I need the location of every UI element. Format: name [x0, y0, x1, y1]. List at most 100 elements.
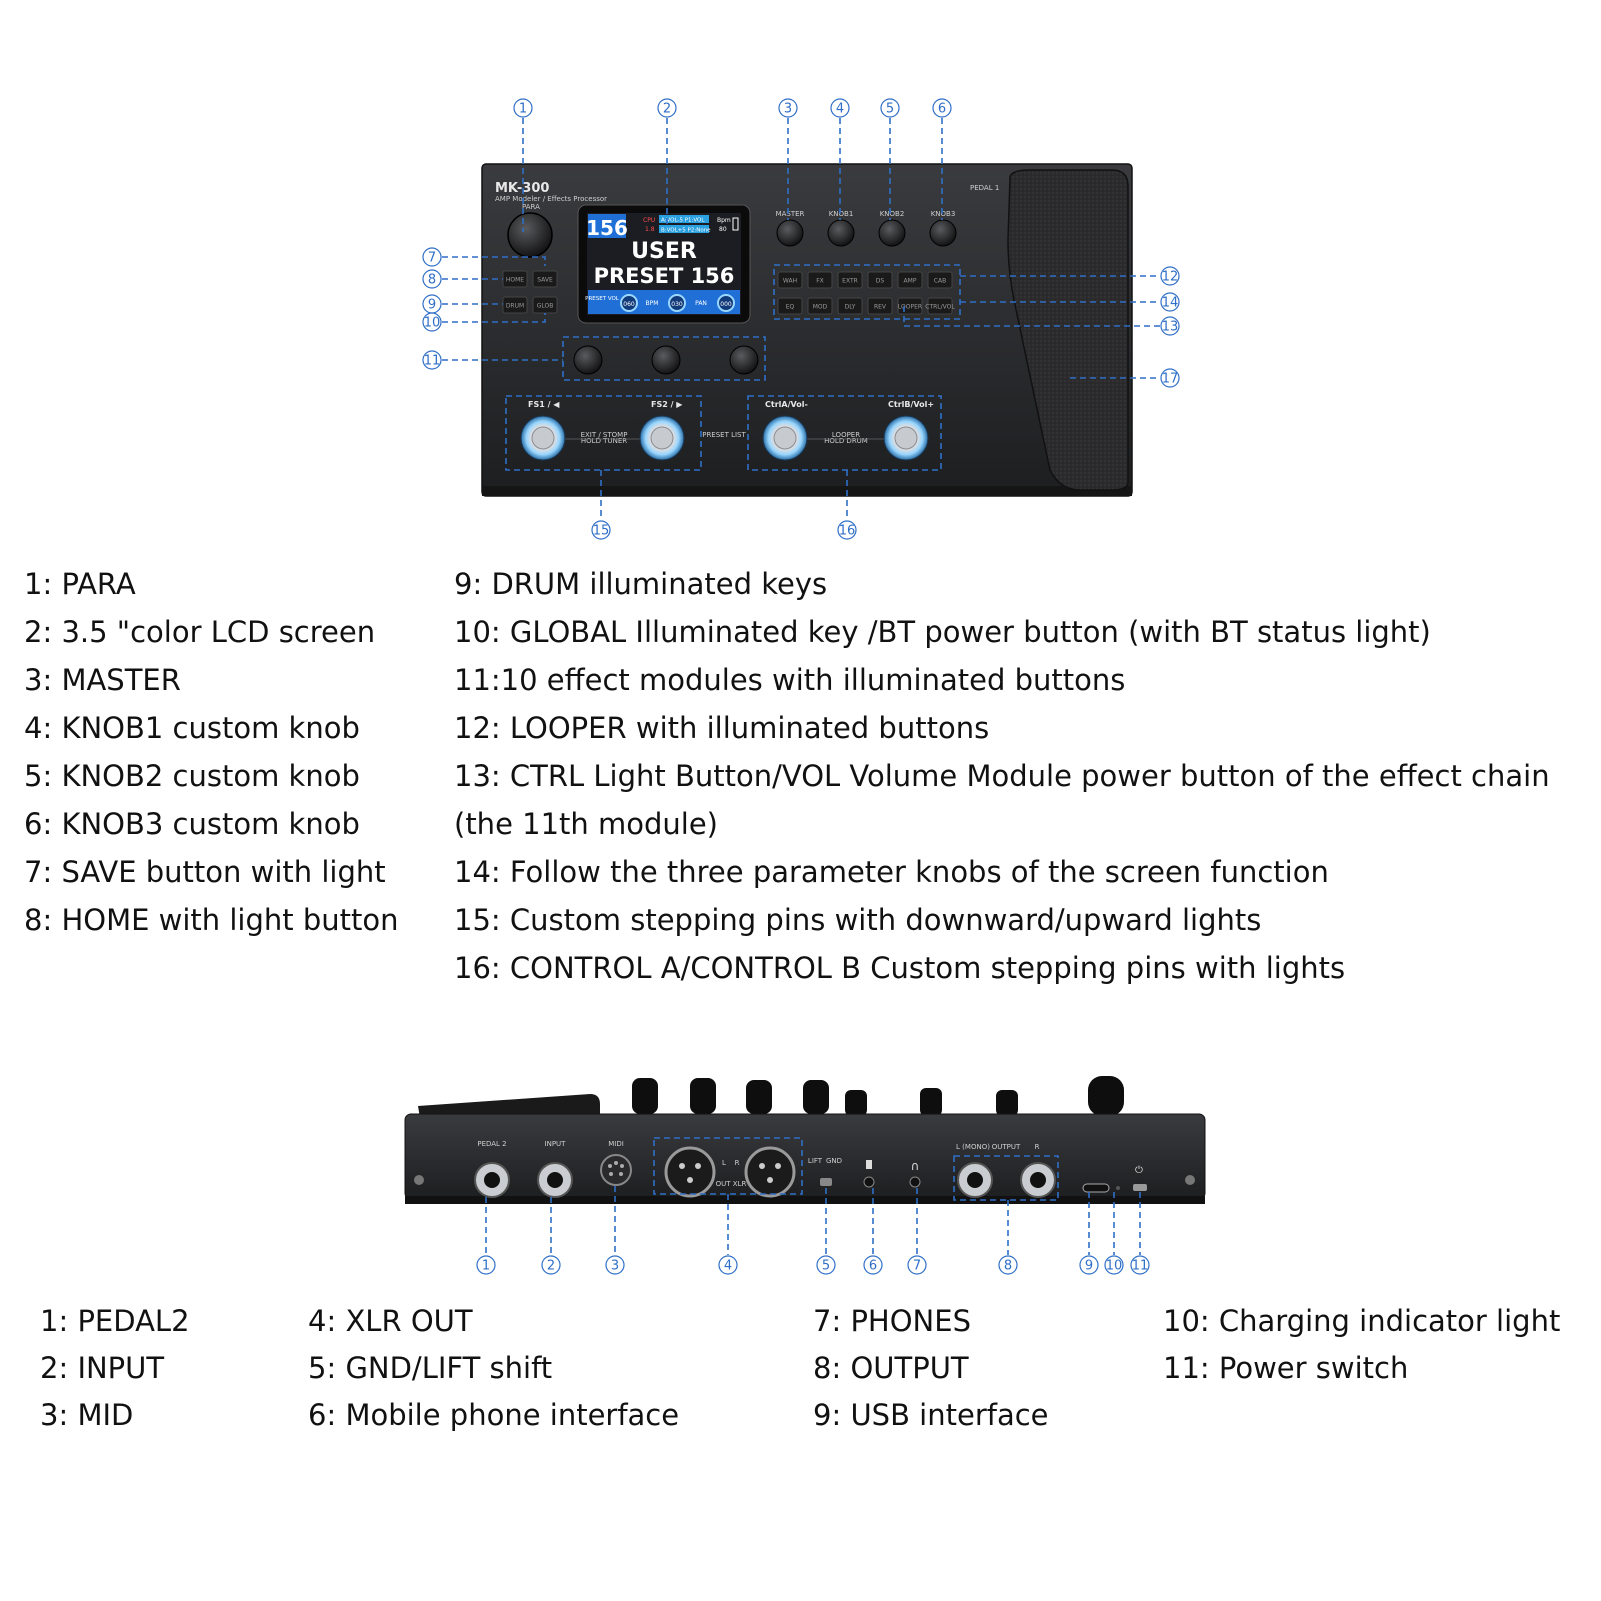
lcd-param-label-2: BPM	[646, 300, 659, 307]
effect-button-5[interactable]	[897, 271, 923, 289]
output-r-label: R	[1035, 1143, 1040, 1151]
top-callout-2	[657, 98, 677, 118]
legend-item: 4: XLR OUT	[308, 1304, 473, 1338]
effect-button-10[interactable]	[867, 297, 893, 315]
top-callout-16	[837, 520, 857, 540]
para-label: PARA	[522, 203, 540, 211]
knob3[interactable]	[929, 219, 957, 247]
bottom-callout-label-5: 5	[822, 1259, 830, 1274]
bottom-callout-6	[863, 1255, 883, 1275]
preset-list-label: PRESET LIST	[702, 431, 746, 439]
bottom-callout-label-9: 9	[1085, 1259, 1093, 1274]
effect-button-2[interactable]	[807, 271, 833, 289]
top-callout-label-6: 6	[938, 102, 946, 117]
para-knob[interactable]	[507, 212, 553, 258]
back-view: PEDAL 2 INPUT MIDI L R OUT XLR LIFT GND …	[404, 1076, 1206, 1204]
legend-item: 10: Charging indicator light	[1163, 1304, 1561, 1338]
top-callout-label-2: 2	[663, 102, 671, 117]
parameter-knobs	[573, 345, 759, 375]
bottom-callout-1	[476, 1255, 496, 1275]
bottom-callout-2	[541, 1255, 561, 1275]
legend-item: 8: HOME with light button	[24, 903, 399, 937]
knob2[interactable]	[878, 219, 906, 247]
legend-item: 1: PARA	[24, 567, 136, 601]
save-button[interactable]	[532, 270, 558, 288]
lcd-param-label-1: PRESET VOL	[585, 296, 620, 302]
knob1-label: KNOB1	[829, 210, 854, 218]
legend-item: 7: PHONES	[813, 1304, 971, 1338]
top-callout-1	[513, 98, 533, 118]
top-callout-label-7: 7	[428, 251, 436, 266]
effect-button-1[interactable]	[777, 271, 803, 289]
out-xlr-label: OUT XLR	[716, 1180, 747, 1188]
effect-button-label: DS	[876, 278, 885, 285]
output-label: OUTPUT	[992, 1143, 1021, 1151]
knob1[interactable]	[827, 219, 855, 247]
bottom-callout-4	[718, 1255, 738, 1275]
effect-button-label: AMP	[904, 278, 917, 285]
power-switch[interactable]	[1133, 1184, 1147, 1191]
mobile-phone-jack[interactable]	[863, 1176, 875, 1188]
legend-item: 1: PEDAL2	[40, 1304, 190, 1338]
knob2-label: KNOB2	[880, 210, 905, 218]
param-knob-3[interactable]	[729, 345, 759, 375]
ctrlb-label: CtrlB/Vol+	[888, 400, 934, 409]
ctrla-label: CtrlA/Vol-	[765, 400, 808, 409]
effect-button-8[interactable]	[807, 297, 833, 315]
expression-pedal[interactable]	[1007, 169, 1129, 491]
top-callout-14	[1160, 292, 1180, 312]
master-knob-label: MASTER	[776, 210, 805, 218]
lcd-cpu-label: CPU	[643, 217, 655, 224]
param-knob-2[interactable]	[651, 345, 681, 375]
bottom-callout-label-7: 7	[913, 1259, 921, 1274]
midi-port[interactable]	[600, 1154, 632, 1186]
lcd-bpm-value: 80	[719, 226, 727, 233]
lcd-row1: A:VOL-5 P1:VOL	[661, 218, 705, 224]
usb-port[interactable]	[1082, 1183, 1110, 1193]
param-knob-1[interactable]	[573, 345, 603, 375]
xlr-out-left[interactable]	[664, 1146, 716, 1198]
xlr-out-right[interactable]	[744, 1146, 796, 1198]
effect-button-4[interactable]	[867, 271, 893, 289]
top-callout-8	[422, 269, 442, 289]
input-label: INPUT	[545, 1140, 567, 1148]
bottom-callout-label-2: 2	[547, 1259, 555, 1274]
effect-button-label: EXTR	[842, 278, 858, 285]
legend-item: (the 11th module)	[454, 807, 718, 841]
bottom-callout-11	[1130, 1255, 1150, 1275]
effect-button-label: MOD	[813, 304, 828, 311]
effect-button-label: CTRL/VOL	[925, 304, 955, 311]
effect-button-12[interactable]	[927, 297, 953, 315]
bottom-callout-3	[605, 1255, 625, 1275]
legend-item: 13: CTRL Light Button/VOL Volume Module …	[454, 759, 1550, 793]
effect-button-3[interactable]	[837, 271, 863, 289]
legend-item: 12: LOOPER with illuminated buttons	[454, 711, 990, 745]
midi-label: MIDI	[608, 1140, 624, 1148]
lcd-param-label-3: PAN	[695, 300, 707, 307]
master-knob[interactable]	[776, 219, 804, 247]
legend-item: 15: Custom stepping pins with downward/u…	[454, 903, 1262, 937]
fs2-label: FS2 / ▶	[651, 400, 683, 409]
effect-button-9[interactable]	[837, 297, 863, 315]
effect-button-6[interactable]	[927, 271, 953, 289]
bottom-callout-label-1: 1	[482, 1259, 490, 1274]
lcd-cpu-value: 1.8	[645, 226, 655, 233]
gnd-lift-switch[interactable]	[820, 1178, 832, 1186]
lcd-param-value-2: 030	[671, 301, 683, 308]
effect-button-7[interactable]	[777, 297, 803, 315]
top-callout-10	[422, 312, 442, 332]
effect-button-label: LOOPER	[898, 304, 922, 311]
bottom-callout-5	[816, 1255, 836, 1275]
legend-item: 6: Mobile phone interface	[308, 1398, 680, 1432]
drum-button[interactable]	[502, 296, 528, 314]
top-callout-label-11: 11	[424, 354, 441, 369]
lcd-line1: USER	[631, 239, 697, 264]
phones-jack[interactable]	[909, 1176, 921, 1188]
bottom-callout-9	[1079, 1255, 1099, 1275]
home-button-label: HOME	[506, 277, 524, 284]
bottom-callout-label-11: 11	[1132, 1259, 1149, 1274]
